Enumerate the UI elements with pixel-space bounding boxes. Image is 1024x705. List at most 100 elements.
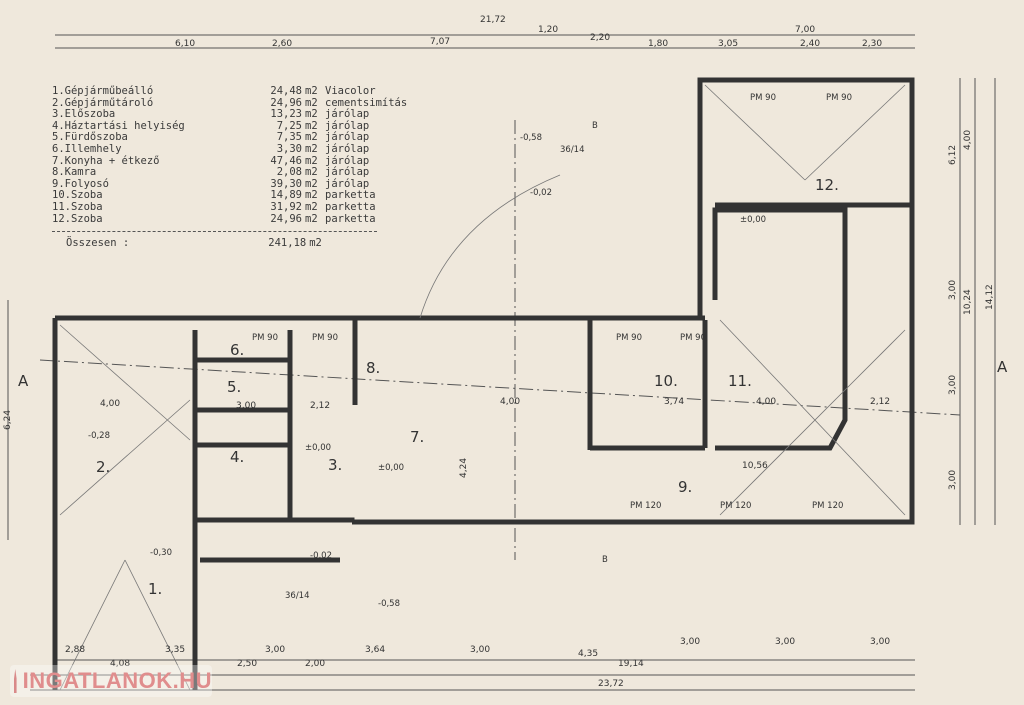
dim: 3,00 [948, 470, 958, 490]
total-area: 241,18 [268, 237, 307, 250]
room-unit: m2 [305, 142, 318, 155]
window-tag: PM 90 [616, 333, 642, 343]
total-unit: m2 [309, 237, 322, 250]
watermark: INGATLANOK.HU [10, 665, 212, 697]
room-4-label: 4. [230, 448, 244, 466]
room-area: 7,25 [276, 119, 302, 132]
dim: 6,12 [948, 145, 958, 165]
dim: 3,00 [470, 645, 490, 655]
dim: 2,40 [800, 39, 820, 49]
room-5-label: 5. [227, 378, 241, 396]
dim: 2,12 [310, 401, 330, 411]
room-area: 47,46 [270, 154, 302, 167]
dim: 2,88 [65, 645, 85, 655]
window-tag: PM 90 [826, 93, 852, 103]
section-markers: A A B B [18, 121, 1008, 565]
dim: 2,20 [590, 33, 610, 43]
room-numbers: 1. 2. 3. 4. 5. 6. 7. 8. 9. 10. 11. 12. [96, 176, 839, 598]
window-tag: PM 90 [750, 93, 776, 103]
elevation: -0,58 [378, 599, 400, 609]
room-unit: m2 [305, 96, 318, 109]
dim: 7,07 [430, 37, 450, 47]
dim: 14,12 [985, 284, 995, 310]
walls [52, 77, 915, 690]
window-tag: PM 90 [252, 333, 278, 343]
room-1-label: 1. [148, 580, 162, 598]
room-area: 3,30 [276, 142, 302, 155]
room-unit: m2 [305, 166, 318, 179]
room-name: 9.Folyosó [52, 177, 109, 190]
room-2-label: 2. [96, 458, 110, 476]
room-name: 10.Szoba [52, 189, 103, 202]
room-7-label: 7. [410, 428, 424, 446]
total-label: Összesen : [66, 237, 130, 250]
room-floor: járólap [325, 177, 370, 190]
room-name: 2.Gépjárműtároló [52, 96, 154, 109]
section-b-bottom: B [602, 555, 608, 565]
elevation: -0,30 [150, 548, 172, 558]
dim: 2,50 [237, 659, 257, 669]
elevation: ±0,00 [378, 463, 404, 473]
elevation: -0,58 [520, 133, 542, 143]
dim: 3,00 [870, 637, 890, 647]
room-area: 7,35 [276, 131, 302, 144]
window-tag: PM 120 [720, 501, 751, 511]
dimension-texts-bottom: 2,88 4,08 3,35 2,50 3,00 2,00 3,64 3,00 … [65, 637, 890, 689]
room-floor: járólap [325, 131, 370, 144]
dim: 4,00 [756, 397, 776, 407]
dim: 1,80 [648, 39, 668, 49]
room-name: 1.Gépjárműbeálló [52, 85, 154, 97]
divider [52, 231, 377, 233]
section-a-right: A [997, 358, 1008, 376]
room-unit: m2 [305, 131, 318, 144]
dim: 6,10 [175, 39, 195, 49]
stair-label: 36/14 [560, 145, 585, 155]
dim: 2,00 [305, 659, 325, 669]
dim: 2,30 [862, 39, 882, 49]
room-name: 7.Konyha + étkező [52, 154, 160, 167]
room-area: 39,30 [270, 177, 302, 190]
room-area: 2,08 [276, 166, 302, 179]
dim: 19,14 [618, 659, 644, 669]
dim: 3,64 [365, 645, 385, 655]
window-tag: PM 120 [630, 501, 661, 511]
dim: 10,24 [963, 289, 973, 315]
dim: 3,00 [948, 280, 958, 300]
dimension-texts-inner: 4,00 3,00 2,12 4,00 3,74 4,00 2,12 10,56… [3, 397, 890, 478]
stair-label: 36/14 [285, 591, 310, 601]
dim: 3,00 [948, 375, 958, 395]
dim: 3,00 [236, 401, 256, 411]
room-name: 6.Illemhely [52, 142, 122, 155]
dimension-lines [7, 34, 996, 691]
stair-labels: 36/14 36/14 [285, 145, 585, 601]
room-floor: parketta [325, 200, 376, 213]
dim: 23,72 [598, 679, 624, 689]
dim: 10,56 [742, 461, 768, 471]
dim: 4,08 [110, 659, 130, 669]
dim: 7,00 [795, 25, 815, 35]
room-area: 13,23 [270, 108, 302, 121]
room-floor: parketta [325, 189, 376, 202]
watermark-text: INGATLANOK.HU [22, 668, 212, 693]
dim: 21,72 [480, 15, 506, 25]
room-11-label: 11. [728, 372, 752, 390]
room-floor: parketta [325, 212, 376, 225]
room-10-label: 10. [654, 372, 678, 390]
room-8-label: 8. [366, 359, 380, 377]
dim: 4,00 [963, 130, 973, 150]
window-tag: PM 90 [680, 333, 706, 343]
dim: 3,00 [775, 637, 795, 647]
dim: 6,24 [3, 410, 13, 430]
window-tags: PM 90 PM 90 PM 90 PM 90 PM 120 PM 120 PM… [252, 93, 852, 511]
dim: 2,12 [870, 397, 890, 407]
elevation: -0,02 [310, 551, 332, 561]
elevation: -0,02 [530, 188, 552, 198]
room-floor: járólap [325, 154, 370, 167]
